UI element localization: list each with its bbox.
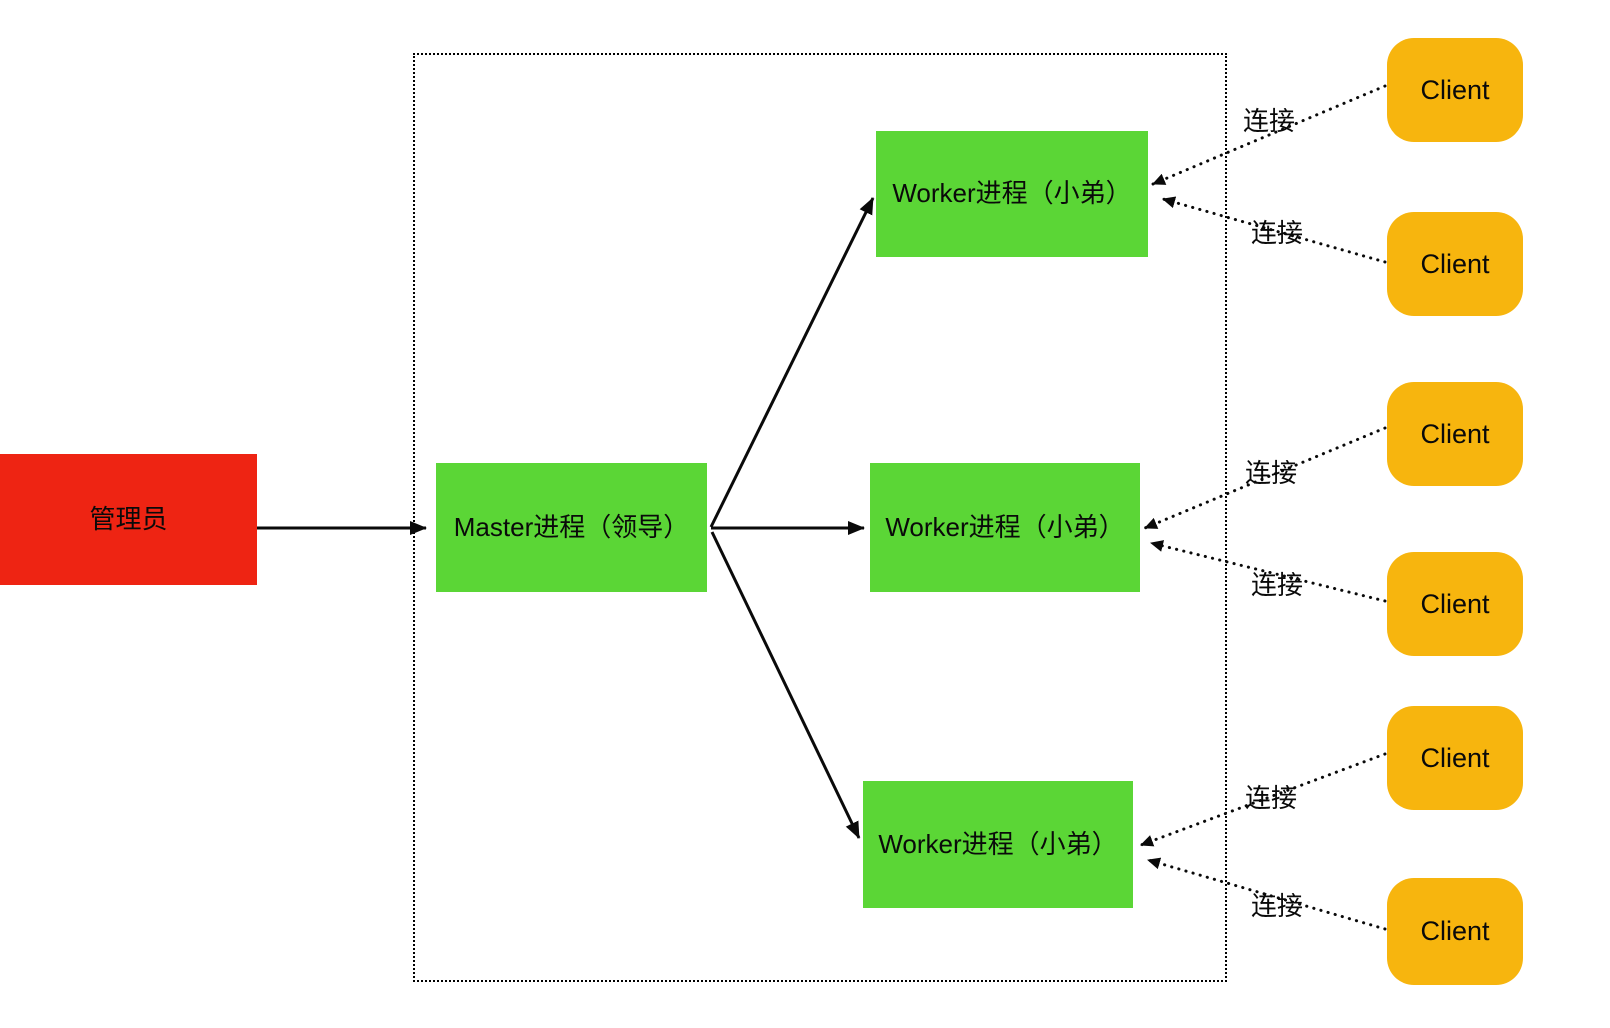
worker-process-label-1: Worker进程（小弟） <box>892 178 1132 209</box>
worker-process-label-2: Worker进程（小弟） <box>885 511 1125 542</box>
client-node-2: Client <box>1387 212 1523 316</box>
client-label-5: Client <box>1420 742 1490 773</box>
worker-process-node-1: Worker进程（小弟） <box>876 131 1148 257</box>
client-node-1: Client <box>1387 38 1523 142</box>
client-node-4: Client <box>1387 552 1523 656</box>
client-label-4: Client <box>1420 588 1490 619</box>
connection-label-1: 连接 <box>1243 106 1296 136</box>
worker-process-label-3: Worker进程（小弟） <box>878 828 1118 859</box>
connection-label-6: 连接 <box>1251 891 1304 921</box>
connection-label-5: 连接 <box>1245 783 1298 813</box>
client-label-3: Client <box>1420 418 1490 449</box>
connection-label-4: 连接 <box>1251 570 1304 600</box>
master-process-node: Master进程（领导） <box>436 463 707 592</box>
master-process-label: Master进程（领导） <box>453 511 690 542</box>
connection-label-3: 连接 <box>1245 458 1298 488</box>
connection-label-2: 连接 <box>1251 218 1304 248</box>
client-node-5: Client <box>1387 706 1523 810</box>
admin-node-label: 管理员 <box>89 503 168 534</box>
client-node-6: Client <box>1387 878 1523 985</box>
client-label-1: Client <box>1420 74 1490 105</box>
client-node-3: Client <box>1387 382 1523 486</box>
worker-process-node-3: Worker进程（小弟） <box>863 781 1133 908</box>
worker-process-node-2: Worker进程（小弟） <box>870 463 1140 592</box>
admin-node: 管理员 <box>0 454 257 585</box>
client-label-6: Client <box>1420 916 1490 947</box>
client-label-2: Client <box>1420 248 1490 279</box>
